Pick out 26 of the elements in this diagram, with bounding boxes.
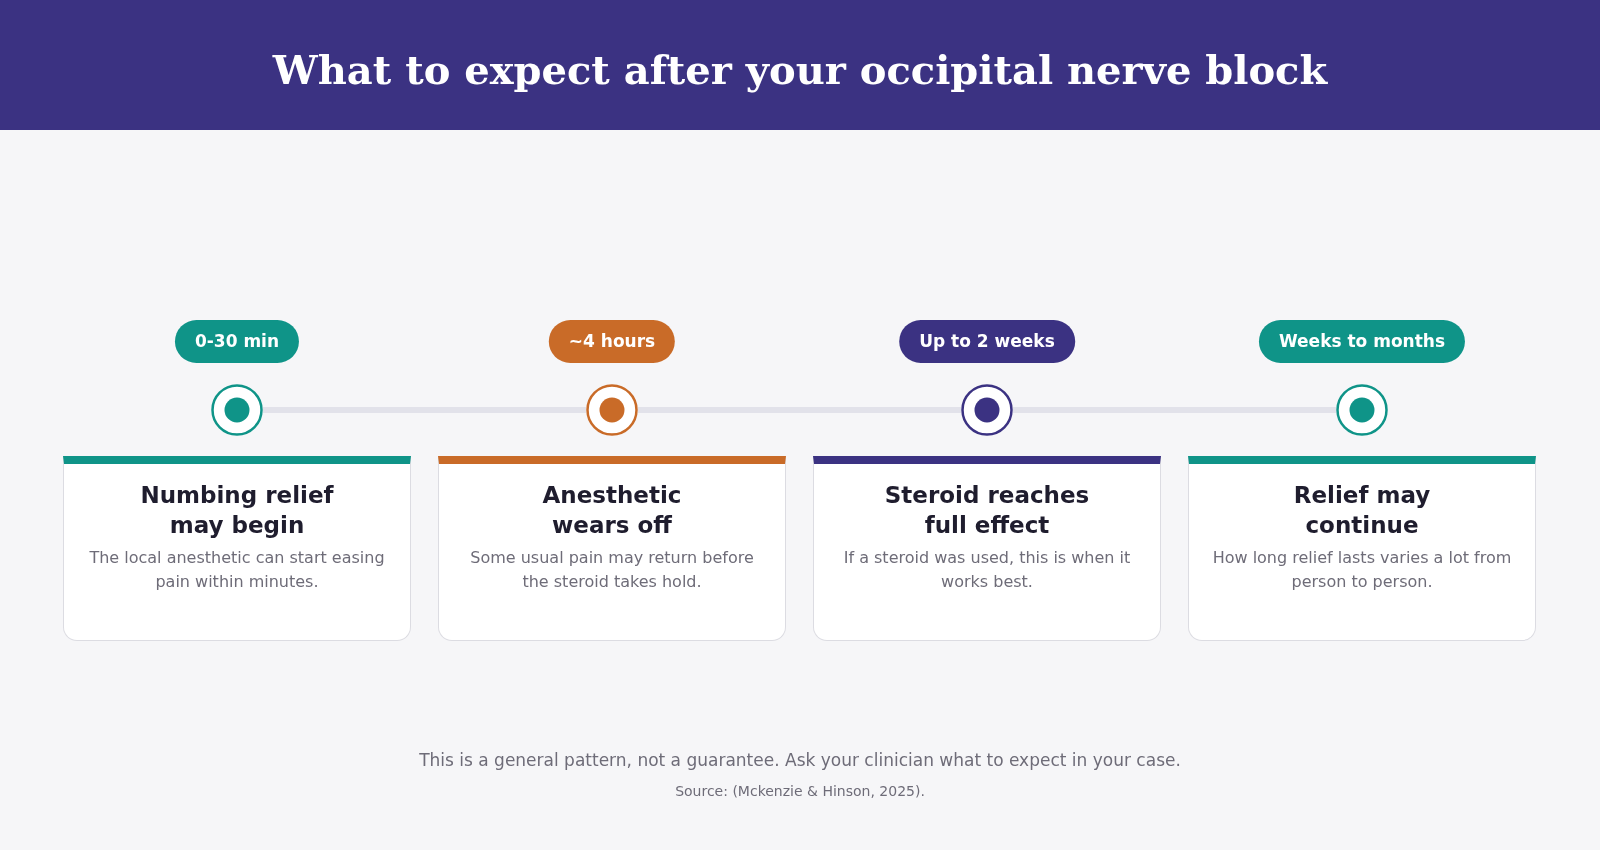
title: What to expect after your occipital nerve block xyxy=(271,45,1329,95)
timeline-marker xyxy=(1336,384,1388,436)
time-badge: ~4 hours xyxy=(548,320,676,363)
timeline-marker xyxy=(961,384,1013,436)
time-badge: Weeks to months xyxy=(1258,320,1466,363)
card-description: The local anesthetic can start easing pain within minutes. xyxy=(88,547,386,593)
timeline-line xyxy=(638,407,961,413)
time-badge: Up to 2 weeks xyxy=(899,320,1075,363)
timeline-line xyxy=(263,407,586,413)
card-description: If a steroid was used, this is when it works best. xyxy=(842,547,1132,593)
source-note: Source: (Mckenzie & Hinson, 2025). xyxy=(674,782,926,801)
footnote: This is a general pattern, not a guarantee. Ask your clinician what to expect in your case. xyxy=(418,749,1182,772)
step-card xyxy=(813,456,1161,641)
timeline-marker xyxy=(586,384,638,436)
step-card xyxy=(438,456,786,641)
card-heading: Steroid reaches full effect xyxy=(883,481,1091,540)
card-heading: Numbing relief may begin xyxy=(139,481,335,540)
card-heading: Anesthetic wears off xyxy=(541,481,683,540)
timeline-line xyxy=(1013,407,1336,413)
time-badge: 0-30 min xyxy=(174,320,300,363)
card-description: How long relief lasts varies a lot from person to person. xyxy=(1211,547,1513,593)
step-card xyxy=(63,456,411,641)
card-heading: Relief may continue xyxy=(1292,481,1432,540)
timeline-marker xyxy=(211,384,263,436)
card-description: Some usual pain may return before the steroid takes hold. xyxy=(469,547,755,593)
step-card xyxy=(1188,456,1536,641)
